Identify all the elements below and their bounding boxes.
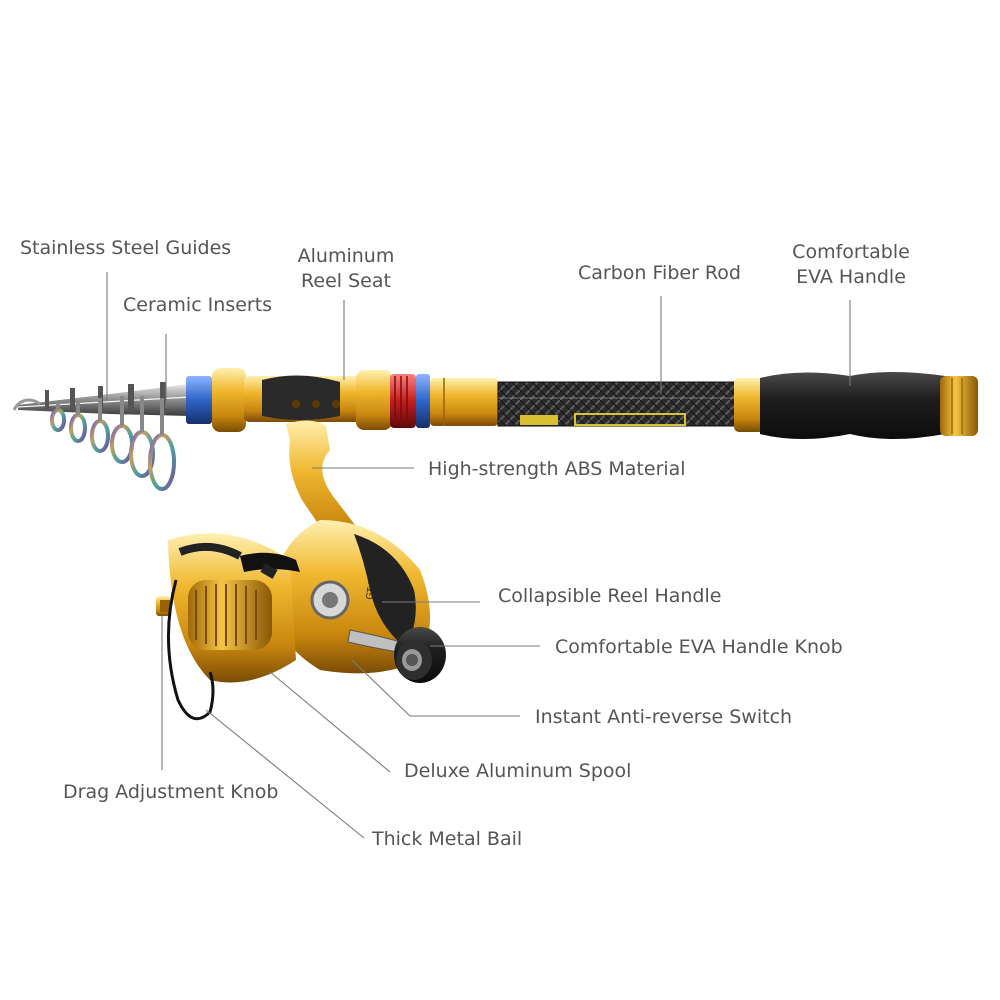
label-eva-handle: Comfortable EVA Handle bbox=[780, 240, 922, 290]
label-aluminum-spool: Deluxe Aluminum Spool bbox=[404, 760, 632, 782]
leader-line-anti-reverse bbox=[351, 659, 520, 717]
label-aluminum-reel-seat-line1: Aluminum bbox=[297, 245, 395, 267]
label-collapsible-reel-handle: Collapsible Reel Handle bbox=[498, 585, 722, 607]
label-aluminum-reel-seat-line2: Reel Seat bbox=[301, 270, 391, 292]
rod-guides bbox=[50, 396, 176, 491]
reel-seat bbox=[186, 368, 498, 432]
bail-wire bbox=[167, 579, 215, 721]
label-eva-handle-knob: Comfortable EVA Handle Knob bbox=[555, 636, 843, 658]
reel-body: GT4000 bbox=[271, 520, 430, 674]
label-stainless-steel-guides: Stainless Steel Guides bbox=[20, 237, 232, 259]
leader-line-spool bbox=[269, 671, 391, 773]
label-aluminum-reel-seat: Aluminum Reel Seat bbox=[290, 244, 402, 294]
label-carbon-fiber-rod: Carbon Fiber Rod bbox=[578, 262, 741, 284]
label-anti-reverse-switch: Instant Anti-reverse Switch bbox=[535, 706, 793, 728]
drag-knob bbox=[156, 596, 170, 616]
label-abs-material: High-strength ABS Material bbox=[428, 458, 686, 480]
label-eva-handle-line1: Comfortable bbox=[792, 241, 910, 263]
label-metal-bail: Thick Metal Bail bbox=[372, 828, 523, 850]
label-ceramic-inserts: Ceramic Inserts bbox=[123, 294, 273, 316]
carbon-blank bbox=[497, 381, 739, 427]
leader-line-bail bbox=[205, 709, 365, 839]
eva-handle bbox=[734, 372, 978, 439]
leader-lines bbox=[106, 272, 851, 839]
label-eva-handle-line2: EVA Handle bbox=[796, 266, 906, 288]
reel-handle bbox=[347, 627, 446, 683]
reel-spool bbox=[168, 533, 300, 683]
label-drag-adjustment-knob: Drag Adjustment Knob bbox=[63, 781, 279, 803]
